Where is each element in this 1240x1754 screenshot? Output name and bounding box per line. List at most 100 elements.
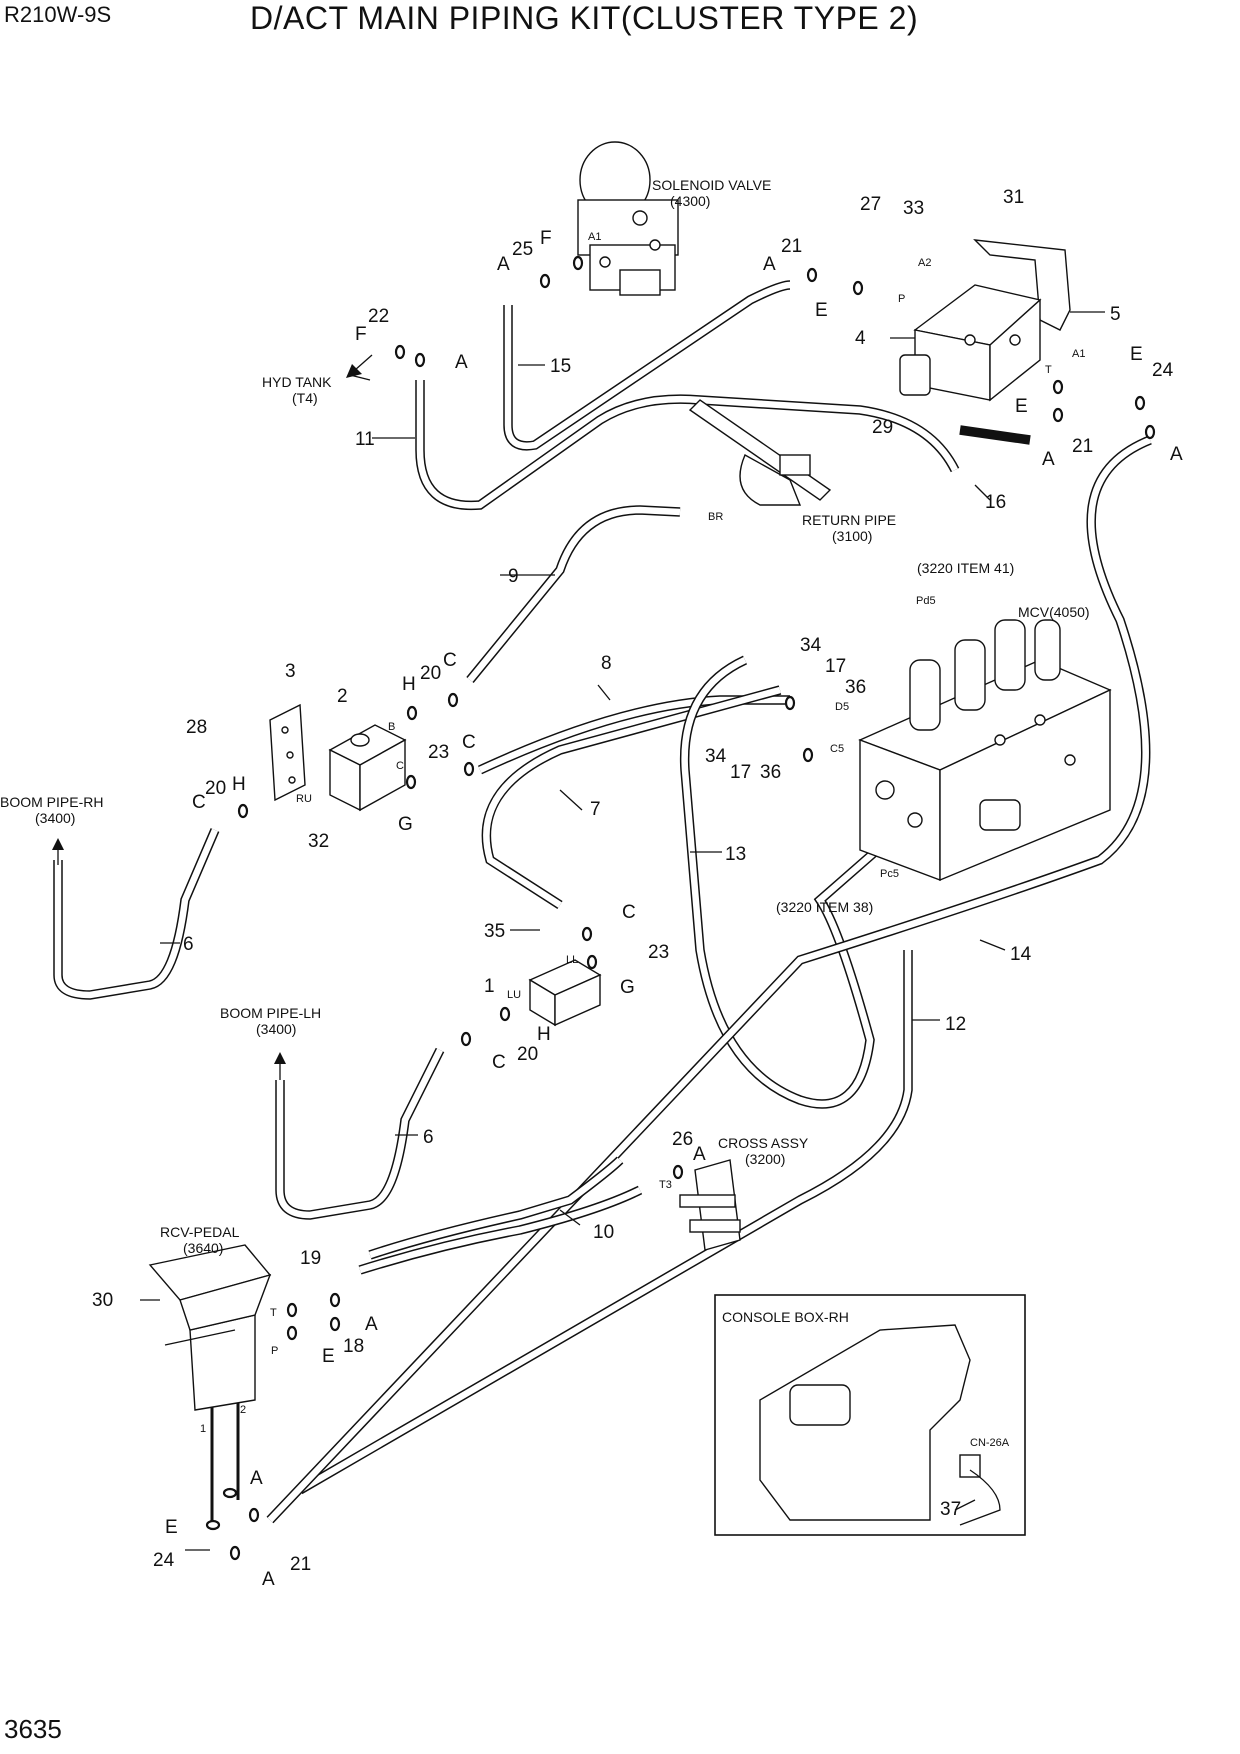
callout: H	[232, 774, 246, 795]
callout: 36	[845, 677, 866, 698]
port-label: T	[1045, 364, 1052, 376]
label-rcv-pedal: RCV-PEDAL	[160, 1224, 240, 1240]
label-boom-pipe-lh: BOOM PIPE-LH	[220, 1005, 321, 1021]
label-mcv: MCV(4050)	[1018, 604, 1090, 620]
callout: A	[497, 254, 510, 275]
label-console-box: CONSOLE BOX-RH	[722, 1309, 849, 1325]
port-label: A1	[588, 231, 601, 243]
callout: 27	[860, 194, 881, 215]
label-cross-assy: CROSS ASSY	[718, 1135, 809, 1151]
callout: 36	[760, 762, 781, 783]
direction-arrows	[52, 354, 373, 1080]
callout: 7	[590, 799, 601, 820]
port-label: LL	[566, 954, 578, 966]
callout: 34	[800, 635, 822, 656]
port-label: Pd5	[916, 595, 936, 607]
label-item38: (3220 ITEM 38)	[776, 899, 873, 915]
callout: C	[462, 732, 476, 753]
callout-numbers: 27 33 31 21 A E 4 5 25 F A 22 F A 15 11 …	[92, 187, 1183, 1590]
port-label: C5	[830, 743, 844, 755]
callout: E	[1015, 396, 1028, 417]
callout: A	[250, 1468, 263, 1489]
callout: 4	[855, 328, 866, 349]
callout: H	[402, 674, 416, 695]
port-label: RU	[296, 793, 312, 805]
callout: 25	[512, 239, 533, 260]
callout: 20	[517, 1044, 538, 1065]
label-hyd-tank-ref: (T4)	[292, 390, 318, 406]
callout: 11	[355, 429, 375, 450]
port-label: Pc5	[880, 868, 899, 880]
o-rings	[205, 255, 1156, 1561]
port-label: D5	[835, 701, 849, 713]
callout: 23	[648, 942, 669, 963]
callout: 34	[705, 746, 727, 767]
callout: 9	[508, 566, 519, 587]
callout: G	[620, 977, 635, 998]
callout: 23	[428, 742, 449, 763]
callout: 28	[186, 717, 207, 738]
label-rcv-pedal-ref: (3640)	[183, 1240, 223, 1256]
label-solenoid-valve-ref: (4300)	[670, 193, 710, 209]
hose-lines	[53, 280, 1152, 1530]
callout: C	[492, 1052, 506, 1073]
callout: 24	[153, 1550, 175, 1571]
port-label: B	[388, 721, 395, 733]
mcv-block	[858, 619, 1112, 882]
callout: E	[1130, 344, 1143, 365]
callout: E	[815, 300, 828, 321]
callout: 31	[1003, 187, 1024, 208]
callout: F	[540, 228, 552, 249]
leader-lines	[140, 311, 1105, 1551]
callout: 21	[1072, 436, 1093, 457]
return-pipe	[688, 399, 832, 506]
callout: 17	[730, 762, 751, 783]
callout: 22	[368, 306, 389, 327]
label-item41: (3220 ITEM 41)	[917, 560, 1014, 576]
port-label: A1	[1072, 348, 1085, 360]
callout: 35	[484, 921, 505, 942]
callout: C	[192, 792, 206, 813]
callout: 37	[940, 1499, 961, 1520]
callout: 20	[205, 778, 226, 799]
label-solenoid-valve: SOLENOID VALVE	[652, 177, 771, 193]
callout: A	[365, 1314, 378, 1335]
label-connector: CN-26A	[970, 1437, 1010, 1449]
callout: E	[322, 1346, 335, 1367]
callout: C	[622, 902, 636, 923]
shuttle-block-2	[328, 724, 407, 812]
callout: 10	[593, 1222, 614, 1243]
label-boom-pipe-rh-ref: (3400)	[35, 810, 75, 826]
callout: 6	[423, 1127, 434, 1148]
port-label: A2	[918, 257, 931, 269]
model-code: R210W-9S	[4, 2, 112, 27]
port-label: 1	[200, 1423, 206, 1435]
port-label: LU	[507, 989, 521, 1001]
hose-7	[481, 685, 782, 909]
label-boom-pipe-lh-ref: (3400)	[256, 1021, 296, 1037]
callout: 19	[300, 1248, 321, 1269]
callout: 13	[725, 844, 746, 865]
callout: 12	[945, 1014, 966, 1035]
hose-6-lh	[275, 1047, 445, 1220]
label-boom-pipe-rh: BOOM PIPE-RH	[0, 794, 103, 810]
callout: 5	[1110, 304, 1121, 325]
callout: 14	[1010, 944, 1032, 965]
callout: 30	[92, 1290, 113, 1311]
callout: G	[398, 814, 413, 835]
callout: 29	[872, 417, 893, 438]
callout: A	[1170, 444, 1183, 465]
callout: 8	[601, 653, 612, 674]
callout: H	[537, 1024, 551, 1045]
hose-16	[959, 425, 1031, 445]
callout: 3	[285, 661, 296, 682]
solenoid-valve	[577, 141, 679, 296]
callout: 2	[337, 686, 348, 707]
callout: 6	[183, 934, 194, 955]
callout: A	[1042, 449, 1055, 470]
rcv-pedal	[148, 1244, 272, 1411]
callout: A	[262, 1569, 275, 1590]
callout: 21	[781, 236, 802, 257]
hose-6-rh	[53, 828, 220, 1000]
